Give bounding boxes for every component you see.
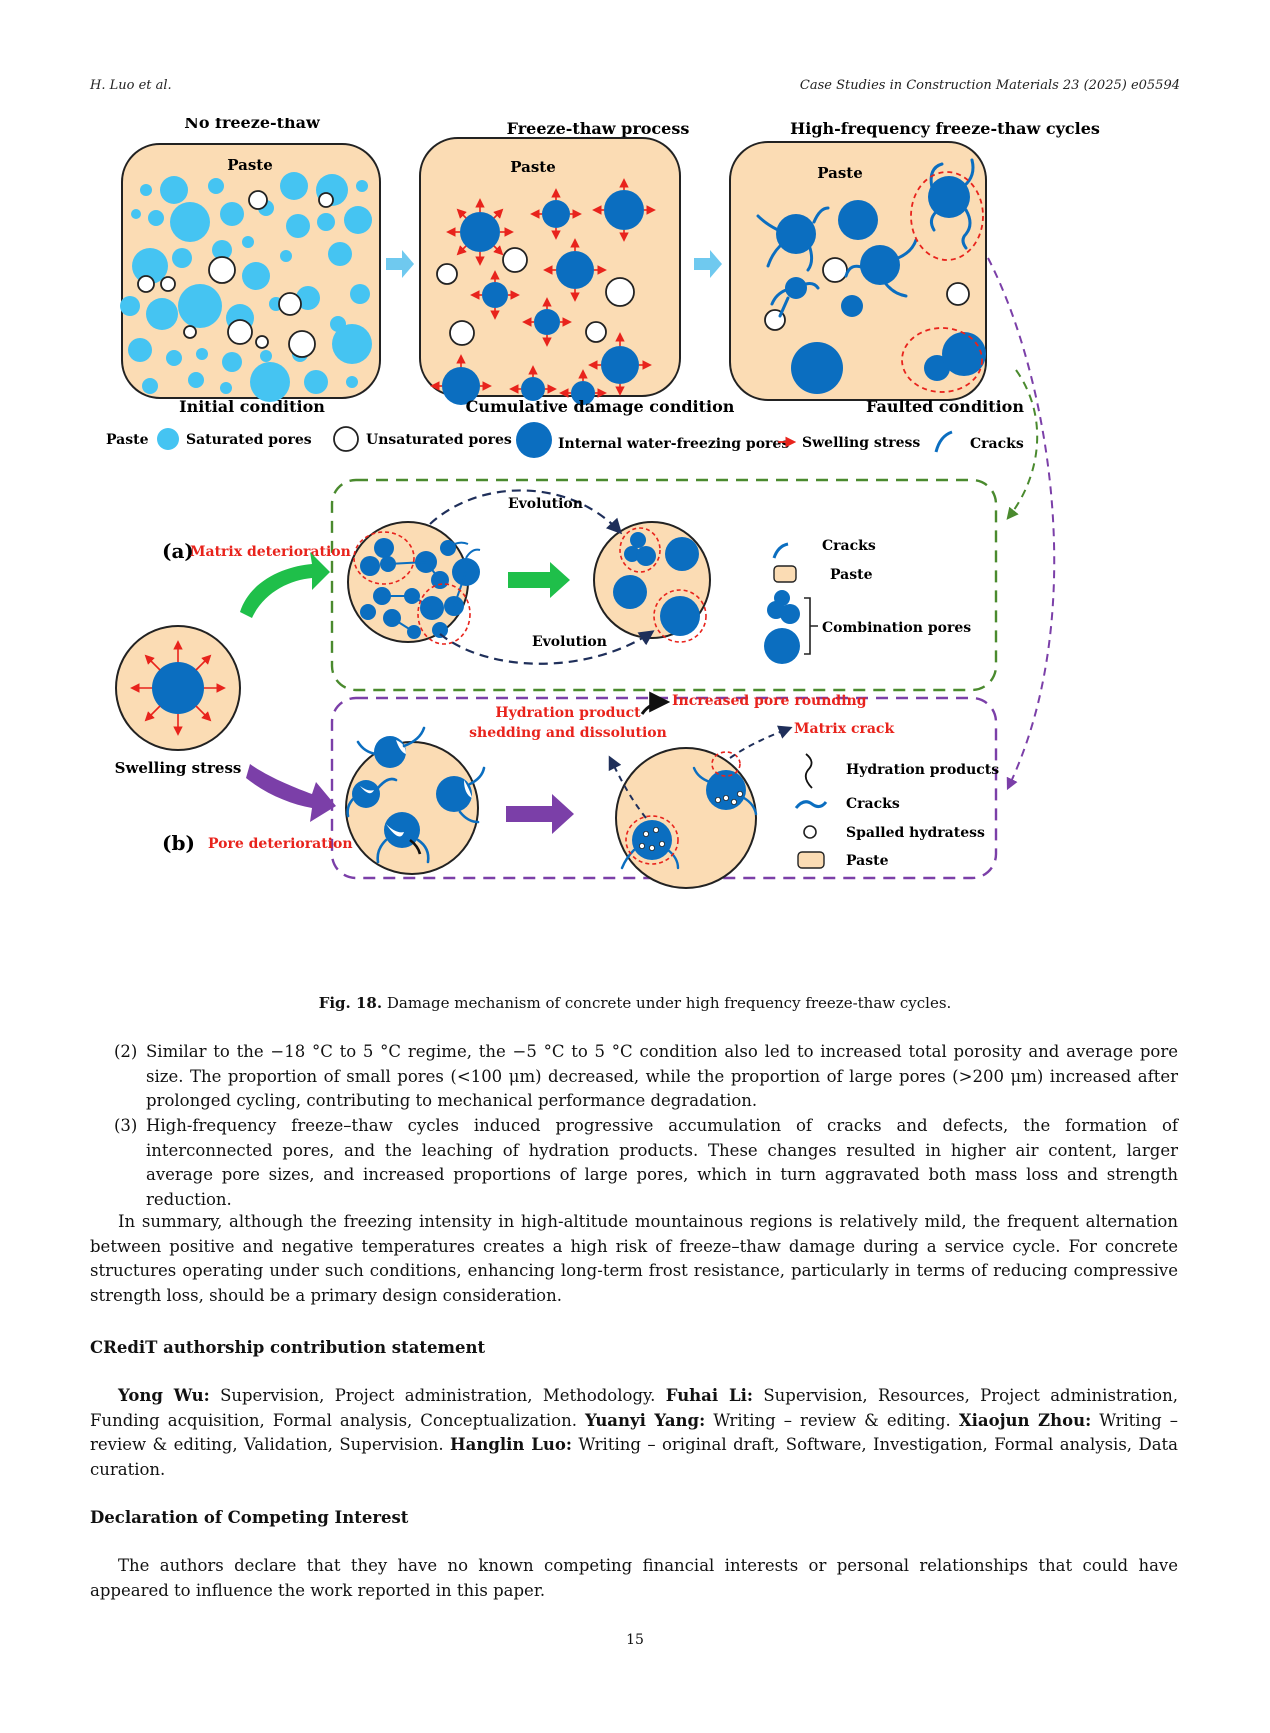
credit-roles-3: Writing – review & editing.	[705, 1410, 959, 1430]
figure-damage-mechanism: No freeze-thaw Freeze-thaw process High-…	[106, 118, 1100, 889]
swelling-stress-diagram: Swelling stress	[115, 625, 242, 777]
credit-section-title: CRediT authorship contribution statement	[90, 1338, 486, 1357]
paste-label-2: Paste	[510, 158, 556, 176]
panel-a-matrix-deterioration: (a) Matrix deterioration Evolution Evolu…	[162, 478, 998, 692]
credit-name-4: Xiaojun Zhou:	[958, 1410, 1092, 1430]
panel-b-title: Pore deterioration	[208, 836, 353, 852]
legend-freezing-swatch	[516, 422, 552, 458]
rounding-arrow	[640, 691, 671, 715]
credit-name-2: Fuhai Li:	[665, 1386, 753, 1405]
panel-b-legend-cracks: Cracks	[846, 796, 900, 812]
list-item-3: (3) High-frequency freeze–thaw cycles in…	[90, 1114, 1178, 1212]
evolution-top-label: Evolution	[508, 496, 583, 512]
declaration-section-title: Declaration of Competing Interest	[90, 1508, 409, 1527]
list-item-2-number: (2)	[114, 1042, 138, 1061]
credit-name-5: Hanglin Luo:	[450, 1435, 573, 1454]
arrow-1	[386, 250, 414, 278]
evolution-bottom-label: Evolution	[532, 634, 607, 650]
purple-process-arrow	[506, 794, 574, 834]
list-item-2-text: Similar to the −18 °C to 5 °C regime, th…	[146, 1042, 1178, 1110]
panel-b-legend-paste: Paste	[846, 853, 889, 869]
swelling-stress-label: Swelling stress	[115, 759, 242, 777]
evolution-bottom-arrow	[439, 630, 655, 665]
freezing-pores-panel2	[442, 190, 644, 405]
legend-unsaturated: Unsaturated pores	[366, 432, 512, 448]
label-cumulative-damage: Cumulative damage condition	[466, 397, 735, 416]
credit-roles-4: Writing – review & editing, Validation, …	[90, 1410, 1178, 1455]
legend-saturated: Saturated pores	[186, 432, 312, 448]
rounding-label: Increased pore rounding	[672, 693, 867, 709]
figure-caption: Fig. 18. Damage mechanism of concrete un…	[0, 994, 1270, 1012]
matrix-crack-label: Matrix crack	[794, 721, 894, 737]
panel-a-title: Matrix deterioration	[190, 544, 351, 560]
page-number: 15	[626, 1632, 644, 1648]
shedding-label-line2: shedding and dissolution	[469, 725, 667, 741]
paste-label-3: Paste	[817, 164, 863, 182]
evolution-top-arrow	[429, 489, 623, 535]
paste-label-1: Paste	[227, 156, 273, 174]
legend-row-1: Paste Saturated pores Unsaturated pores …	[106, 422, 1024, 458]
panel-b-label: (b)	[162, 831, 195, 855]
legend-unsaturated-swatch	[333, 426, 359, 452]
panel-initial-condition: Paste	[120, 143, 381, 402]
credit-paragraph: Yong Wu: Supervision, Project administra…	[90, 1384, 1178, 1482]
purple-connector	[987, 257, 1056, 791]
shedding-label-line1: Hydration product	[495, 705, 641, 721]
arrow-2	[694, 250, 722, 278]
legend-paste: Paste	[106, 432, 149, 448]
list-item-2: (2) Similar to the −18 °C to 5 °C regime…	[90, 1040, 1178, 1114]
panel-b-pore-deterioration: (b) Pore deterioration Hydration	[162, 691, 999, 889]
label-initial-condition: Initial condition	[179, 397, 325, 416]
panel-faulted-condition: Paste	[729, 141, 987, 401]
title-high-frequency: High-frequency freeze-thaw cycles	[790, 119, 1100, 138]
label-faulted-condition: Faulted condition	[866, 397, 1024, 416]
list-item-3-number: (3)	[114, 1116, 138, 1135]
running-header-authors: H. Luo et al.	[90, 78, 172, 93]
shedding-arrow	[608, 755, 647, 819]
figure-caption-label: Fig. 18.	[318, 994, 383, 1012]
summary-paragraph: In summary, although the freezing intens…	[90, 1212, 1178, 1305]
panel-a-legend-cracks: Cracks	[822, 538, 876, 554]
green-process-arrow	[508, 562, 570, 598]
figure-caption-text: Damage mechanism of concrete under high …	[386, 994, 952, 1012]
list-item-3-text: High-frequency freeze–thaw cycles induce…	[146, 1116, 1178, 1209]
title-freeze-thaw-process: Freeze-thaw process	[507, 119, 690, 138]
legend-swelling: Swelling stress	[802, 435, 920, 451]
panel-b-legend-spalled: Spalled hydratess	[846, 825, 985, 841]
green-connector	[1006, 369, 1039, 520]
crack-arrow	[729, 725, 793, 759]
panel-a-legend-combination: Combination pores	[822, 620, 971, 636]
panel-cumulative-damage: Paste	[419, 137, 681, 405]
panel-a-label: (a)	[162, 539, 194, 563]
green-curved-arrow	[240, 552, 330, 618]
credit-roles-5: Writing – original draft, Software, Inve…	[90, 1435, 1178, 1479]
purple-curved-arrow	[246, 764, 336, 822]
credit-name-3: Yuanyi Yang:	[584, 1410, 706, 1430]
credit-roles-2: Supervision, Resources, Project administ…	[90, 1386, 1178, 1430]
legend-saturated-swatch	[157, 428, 179, 450]
running-header-journal: Case Studies in Construction Materials 2…	[799, 78, 1180, 93]
panel-b-legend-hydration: Hydration products	[846, 762, 999, 778]
legend-cracks: Cracks	[970, 436, 1024, 452]
declaration-paragraph: The authors declare that they have no kn…	[90, 1556, 1178, 1600]
panel-a-legend-paste: Paste	[830, 567, 873, 583]
legend-freezing: Internal water-freezing pores	[558, 436, 789, 452]
legend-crack-swatch	[934, 430, 953, 453]
credit-roles-1: Supervision, Project administration, Met…	[209, 1386, 666, 1405]
title-no-freeze-thaw: No freeze-thaw	[184, 118, 321, 132]
credit-name-1: Yong Wu:	[118, 1386, 210, 1405]
